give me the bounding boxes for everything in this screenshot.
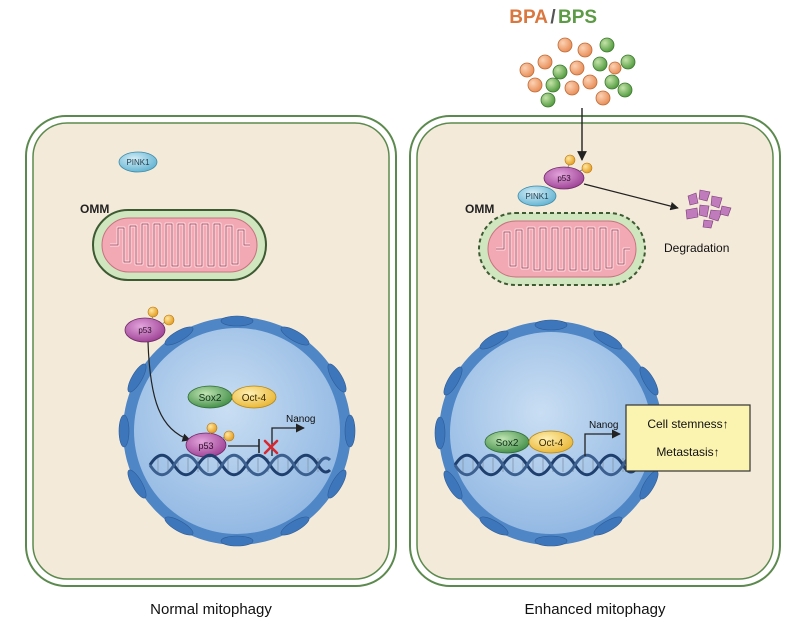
- phosphate-icon: [206, 422, 235, 442]
- pink1-omm-protein: [517, 185, 557, 207]
- nanog-label: Nanog: [589, 420, 618, 431]
- p53-translocation-arrow: [147, 341, 191, 442]
- outcome-box: [625, 404, 751, 472]
- phosphate-icon: [564, 154, 593, 174]
- bpa-label: BPA: [509, 7, 548, 28]
- bpa-bps-particle-cluster: [519, 37, 636, 108]
- title-slash: /: [550, 7, 556, 28]
- p53-omm-label: p53: [557, 174, 571, 183]
- sox2-label: Sox2: [199, 393, 222, 404]
- oct4-label: Oct-4: [242, 393, 267, 404]
- right-caption: Enhanced mitophagy: [525, 601, 666, 618]
- inhibition-arrow: [228, 439, 260, 453]
- right-cell: p53 PINK1 Degradation OMM: [409, 108, 781, 587]
- metastasis-label: Metastasis↑: [656, 445, 719, 459]
- omm-label: OMM: [465, 202, 494, 216]
- p53-cytoplasm-protein: [124, 317, 166, 343]
- pink1-label: PINK1: [126, 158, 150, 167]
- pink1-protein: [118, 151, 158, 173]
- oct4-protein: [528, 430, 574, 454]
- left-cell: PINK1 OMM p53: [25, 115, 397, 587]
- inhibition-cross-icon: [263, 439, 279, 455]
- left-nucleus: [118, 315, 356, 547]
- sox2-label: Sox2: [496, 438, 519, 449]
- mitochondrion-icon: [478, 212, 646, 286]
- oct4-protein: [231, 385, 277, 409]
- mitochondrion-icon: [92, 209, 267, 281]
- left-caption: Normal mitophagy: [150, 601, 272, 618]
- bps-label: BPS: [558, 7, 597, 28]
- cell-stemness-label: Cell stemness↑: [647, 417, 728, 431]
- p53-omm-protein: [543, 166, 585, 190]
- phosphate-icon: [147, 306, 175, 326]
- dna-helix-icon: [453, 453, 637, 477]
- degradation-arrow: [583, 183, 679, 211]
- p53-nucleus-label: p53: [198, 441, 213, 451]
- degraded-p53-fragments: [685, 189, 732, 229]
- nanog-promoter-arrow: [584, 429, 621, 456]
- oct4-label: Oct-4: [539, 438, 564, 449]
- dna-helix-icon: [148, 453, 332, 477]
- nanog-label: Nanog: [286, 414, 315, 425]
- p53-cytoplasm-label: p53: [138, 326, 152, 335]
- pink1-omm-label: PINK1: [525, 192, 549, 201]
- degradation-label: Degradation: [664, 241, 729, 255]
- omm-label: OMM: [80, 202, 109, 216]
